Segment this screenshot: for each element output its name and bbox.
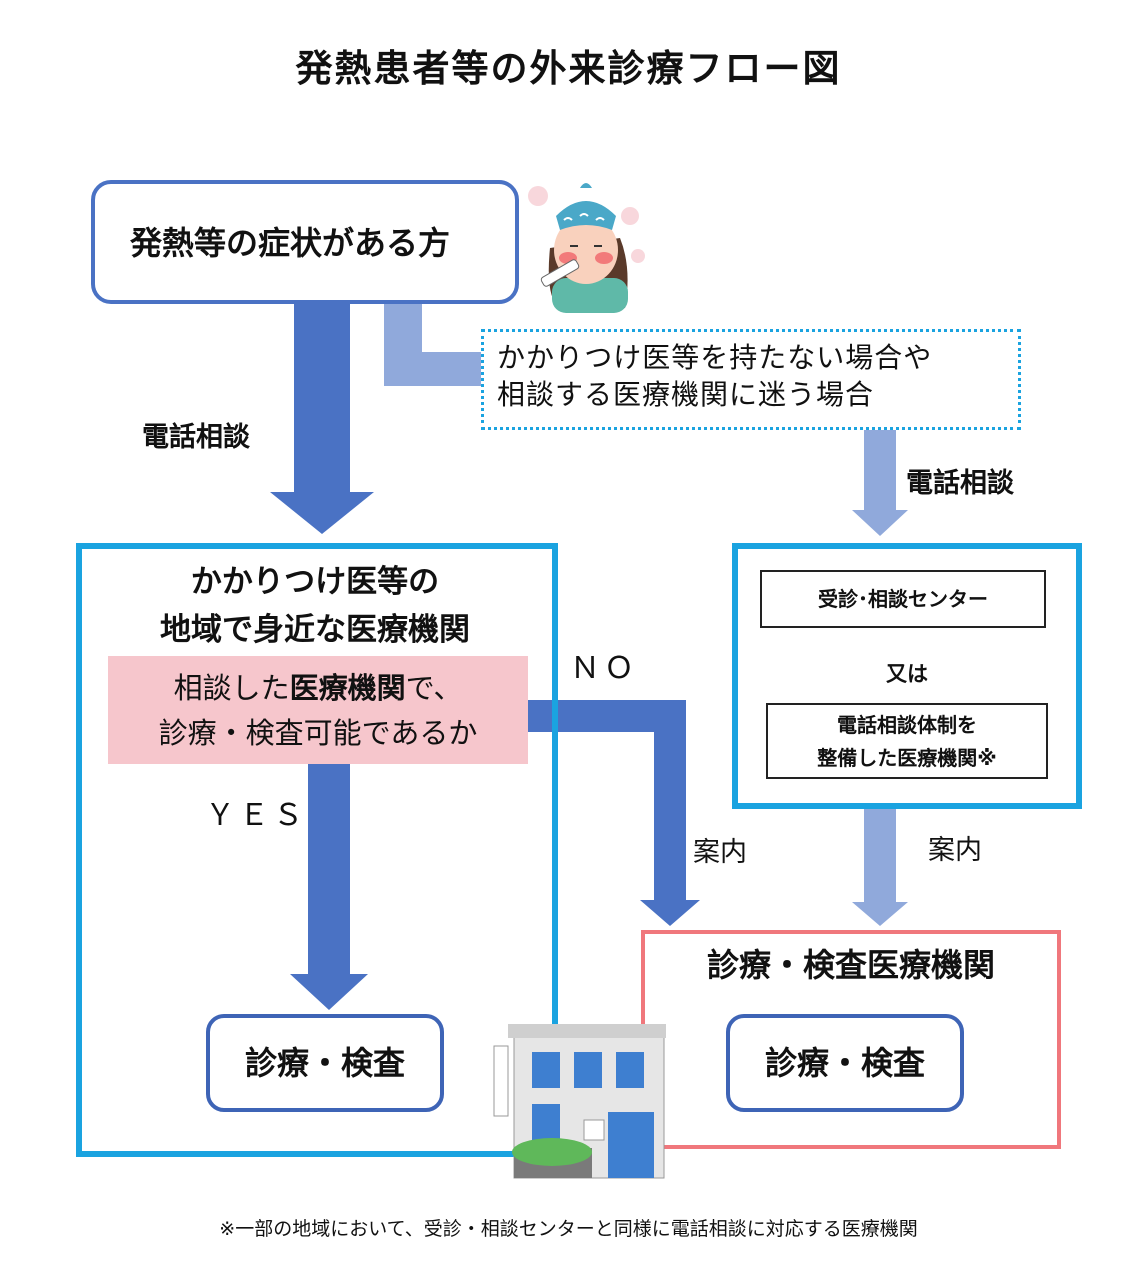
test-clinic-title: 診療・検査医療機関 bbox=[706, 946, 995, 984]
arrow-center-to-hospital bbox=[852, 803, 908, 926]
guide-left-label: 案内 bbox=[693, 837, 747, 868]
question-bold: 医療機関 bbox=[289, 671, 406, 705]
question-text: 相談した医療機関で、 診療・検査可能であるか bbox=[108, 666, 528, 756]
no-label: ＮＯ bbox=[570, 651, 638, 686]
patient-label: 発熱等の症状がある方 bbox=[130, 224, 451, 262]
test-clinic-result: 診療・検査 bbox=[726, 1014, 964, 1112]
consult-center-label: 受診･相談センター bbox=[760, 570, 1046, 628]
local-clinic-title: かかりつけ医等の 地域で身近な医療機関 bbox=[82, 558, 548, 654]
arrow-patient-to-clinic bbox=[270, 296, 374, 534]
phone-clinic-line1: 電話相談体制を bbox=[837, 713, 977, 737]
guide-right-label: 案内 bbox=[928, 835, 982, 866]
local-clinic-title-line2: 地域で身近な医療機関 bbox=[160, 612, 470, 648]
question-pre: 相談した bbox=[173, 671, 290, 705]
sick-person-icon bbox=[528, 183, 645, 313]
hospital-building-icon bbox=[493, 1024, 666, 1179]
phone-clinic-line2: 整備した医療機関※ bbox=[817, 746, 997, 770]
footnote: ※一部の地域において、受診・相談センターと同様に電話相談に対応する医療機関 bbox=[219, 1218, 918, 1240]
no-doctor-note-box bbox=[481, 329, 1021, 430]
no-doctor-note-line2: 相談する医療機関に迷う場合 bbox=[497, 378, 875, 411]
patient-box bbox=[91, 180, 519, 304]
local-clinic-result: 診療・検査 bbox=[206, 1014, 444, 1112]
no-doctor-note-text: かかりつけ医等を持たない場合や 相談する医療機関に迷う場合 bbox=[497, 339, 932, 413]
question-box bbox=[108, 656, 528, 764]
local-clinic-title-line1: かかりつけ医等の bbox=[190, 564, 440, 600]
page-title: 発熱患者等の外来診療フロー図 bbox=[295, 47, 842, 90]
question-post: で、 bbox=[405, 671, 463, 705]
phone-consult-right-label: 電話相談 bbox=[906, 468, 1014, 499]
question-line2: 診療・検査可能であるか bbox=[158, 716, 478, 750]
arrow-note-to-center bbox=[852, 424, 908, 536]
yes-label: ＹＥＳ bbox=[205, 798, 307, 833]
or-label: 又は bbox=[886, 662, 928, 686]
no-doctor-note-line1: かかりつけ医等を持たない場合や bbox=[497, 341, 933, 374]
phone-consult-left-label: 電話相談 bbox=[142, 422, 250, 453]
arrow-yes bbox=[290, 764, 368, 1010]
connector-patient-to-note bbox=[384, 296, 482, 386]
phone-clinic-label: 電話相談体制を 整備した医療機関※ bbox=[766, 703, 1048, 779]
local-clinic-box bbox=[76, 543, 558, 1157]
